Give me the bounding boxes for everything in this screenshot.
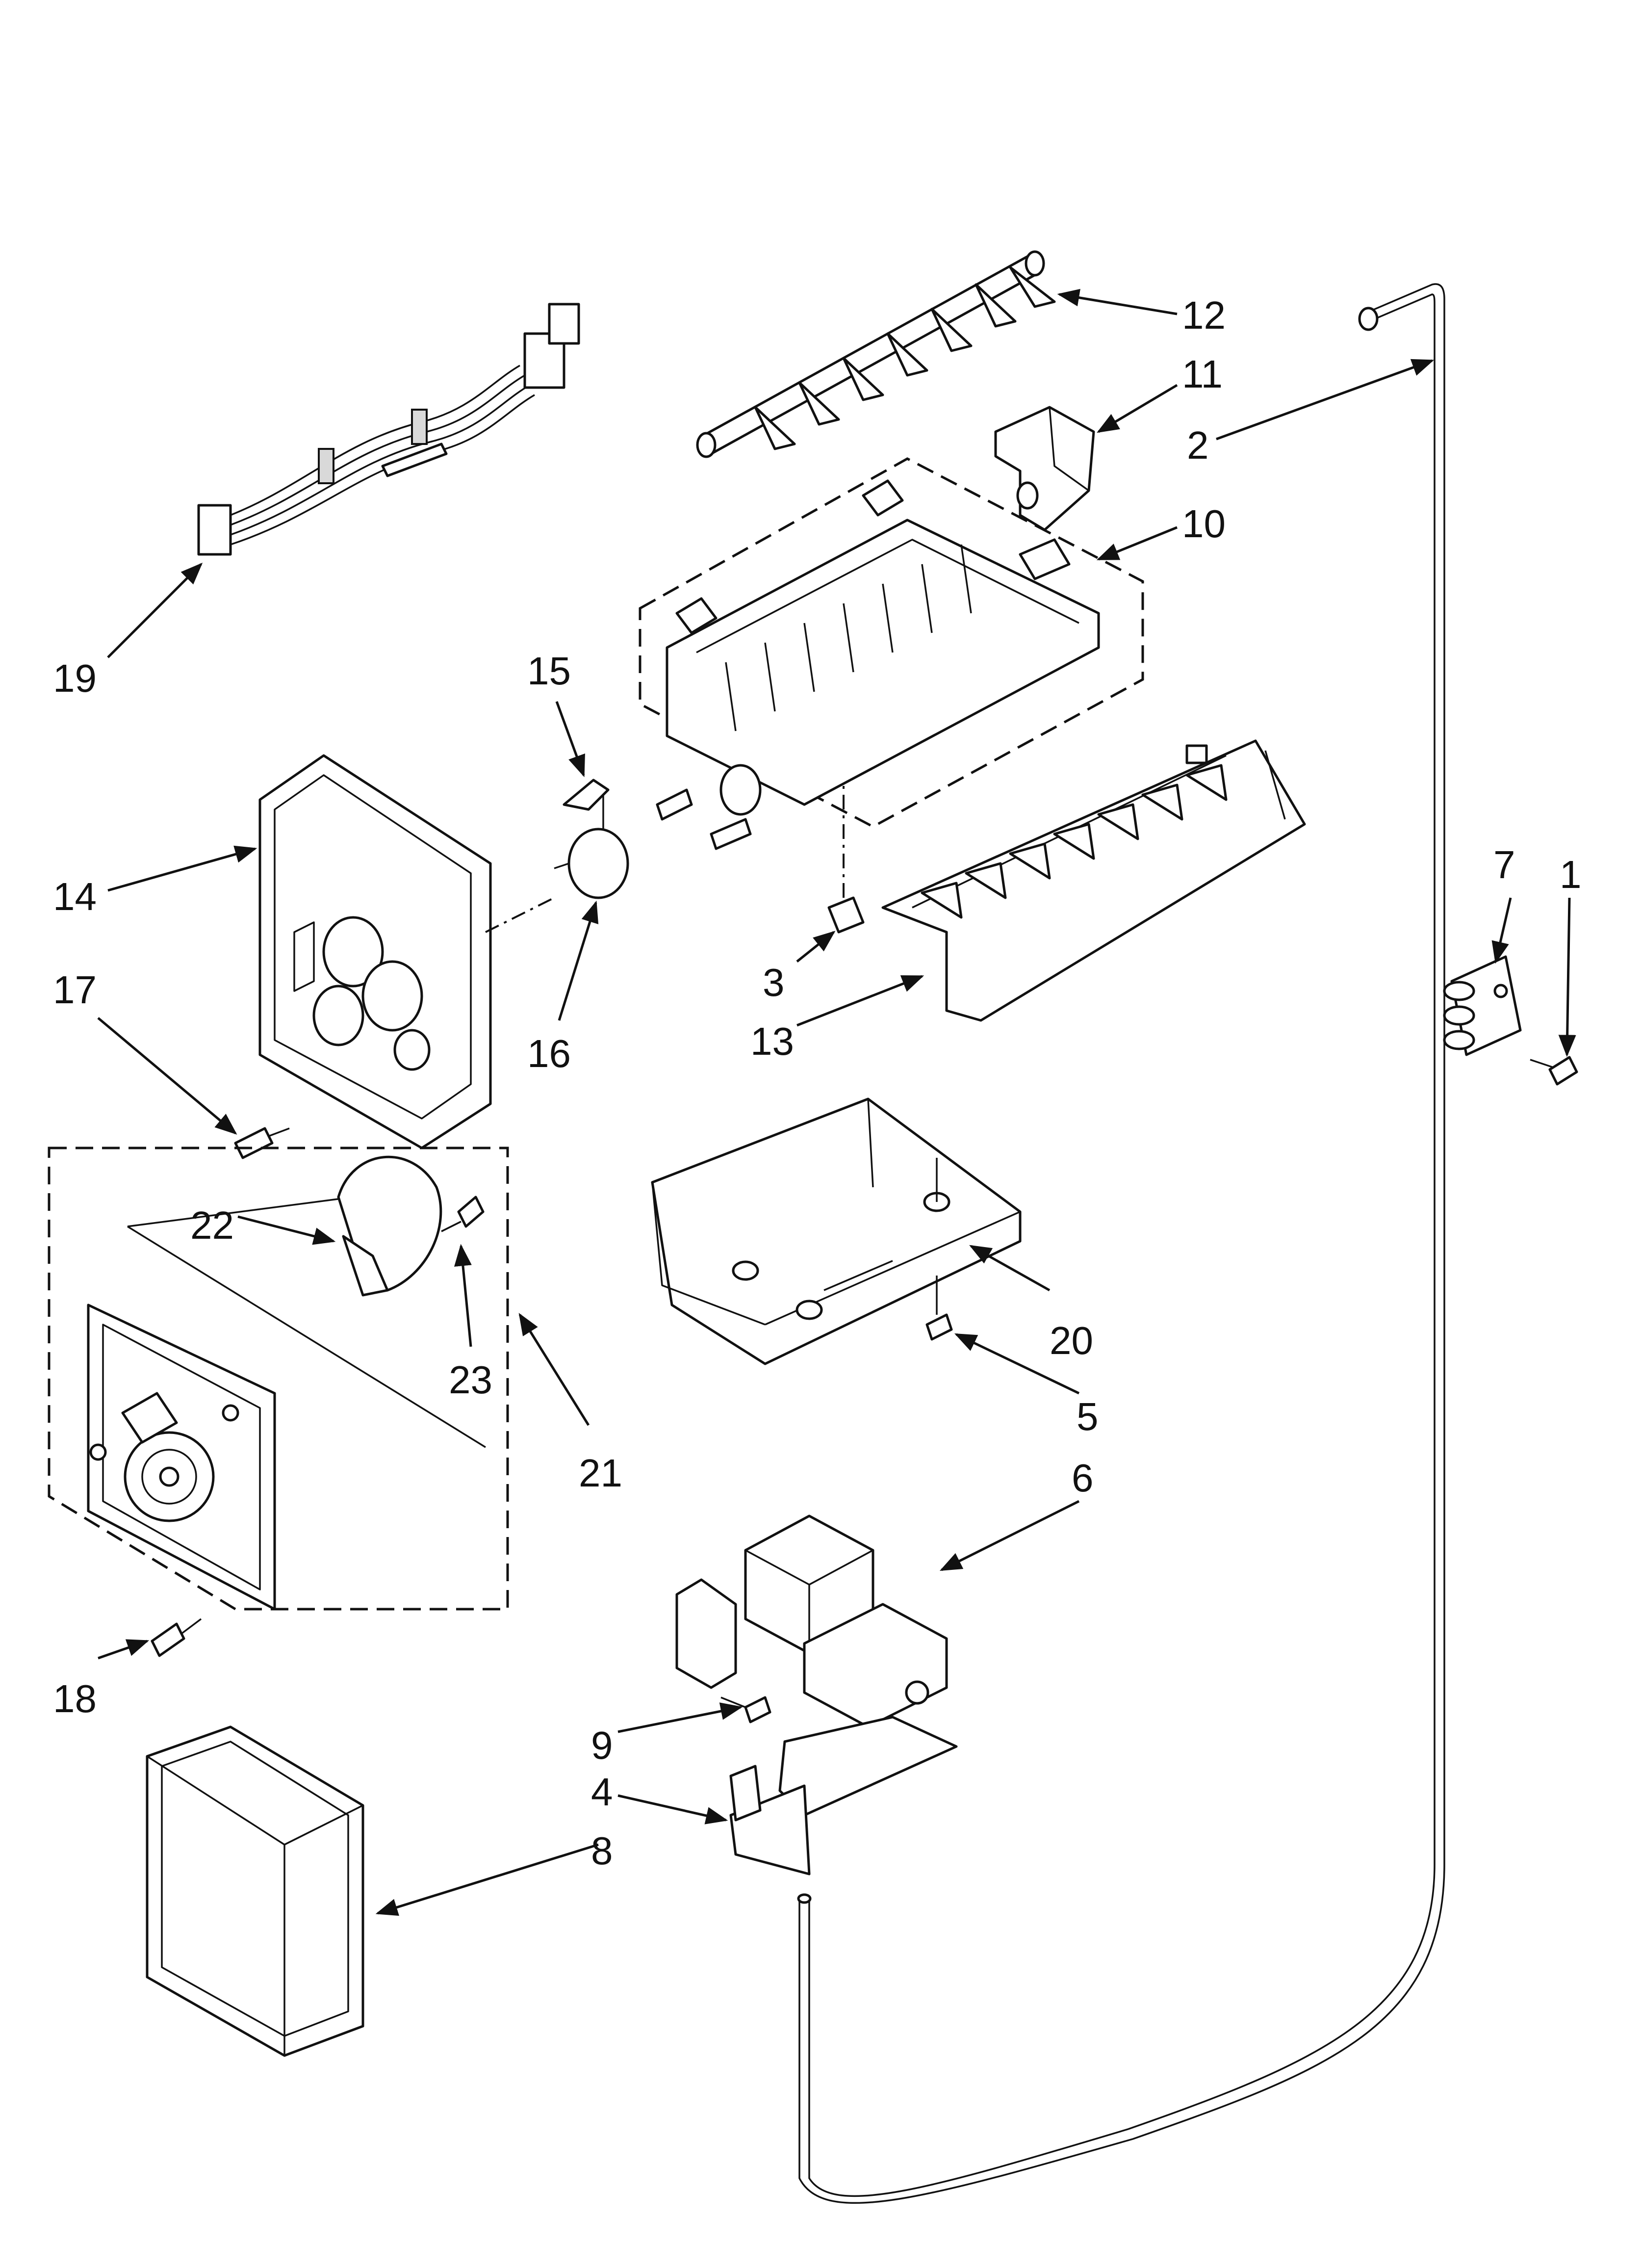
leader-5 [954,1333,1080,1395]
leader-12 [1057,288,1178,315]
label-part-13: 13 [750,1019,794,1063]
leader-8 [375,1843,599,1916]
fill-tube-part [797,283,1445,2204]
control-module-part [48,1147,509,1611]
part-labels: 12 11 2 10 19 15 14 16 3 13 17 7 1 22 23… [53,293,1582,1873]
leader-19 [107,562,203,658]
label-part-14: 14 [53,875,97,918]
leader-arrows [97,288,1576,1916]
label-part-18: 18 [53,1677,97,1721]
label-part-2: 2 [1187,423,1209,467]
cover-part [146,1725,364,2057]
label-part-3: 3 [763,961,785,1004]
leader-23 [454,1244,472,1347]
screw-1 [1530,1056,1578,1086]
ejector-shaft-part [696,250,1056,458]
label-part-19: 19 [53,656,97,700]
label-part-23: 23 [449,1358,492,1402]
leader-9 [617,1702,743,1733]
bracket-part [729,1716,958,1876]
leader-7 [1491,897,1512,964]
leader-11 [1097,384,1178,433]
inlet-cup-part [994,406,1095,531]
tray-part [651,1097,1022,1365]
label-part-5: 5 [1077,1395,1099,1438]
leader-18 [98,1639,150,1660]
leader-6 [939,1500,1080,1571]
wire-harness-part [197,303,580,556]
leader-21 [518,1313,590,1426]
leader-14 [107,845,257,892]
leader-20 [969,1245,1051,1292]
label-part-15: 15 [527,649,571,693]
ice-mold-part [639,457,1144,850]
label-part-11: 11 [1182,352,1223,396]
clamp-part [1443,955,1522,1056]
stripper-part [881,739,1306,1022]
screw-17 [234,1127,290,1159]
motor-part [337,1155,442,1297]
label-part-20: 20 [1050,1319,1093,1362]
leader-3 [796,931,836,963]
water-valve-part [675,1514,948,1728]
label-part-10: 10 [1182,502,1226,546]
label-part-12: 12 [1182,293,1226,337]
leader-15 [555,701,585,778]
clip-part [827,785,865,934]
leader-17 [97,1017,237,1135]
leader-10 [1096,526,1178,561]
leader-4 [617,1794,728,1825]
screw-5 [925,1276,953,1341]
label-part-4: 4 [591,1770,613,1814]
thermostat-part [554,779,629,899]
label-part-6: 6 [1072,1456,1094,1500]
control-housing-part [258,754,555,1149]
label-part-16: 16 [527,1032,571,1075]
label-part-17: 17 [53,968,97,1012]
leader-1 [1558,897,1576,1057]
leader-13 [796,975,924,1027]
screw-18 [151,1618,202,1657]
leader-22 [237,1215,336,1245]
leader-16 [558,900,599,1021]
label-part-21: 21 [579,1451,622,1495]
screw-23 [441,1196,485,1232]
label-part-8: 8 [591,1829,613,1873]
leader-2 [1216,359,1435,441]
label-part-9: 9 [591,1723,613,1767]
label-part-22: 22 [190,1203,234,1247]
label-part-1: 1 [1560,853,1582,896]
label-part-7: 7 [1493,843,1515,886]
